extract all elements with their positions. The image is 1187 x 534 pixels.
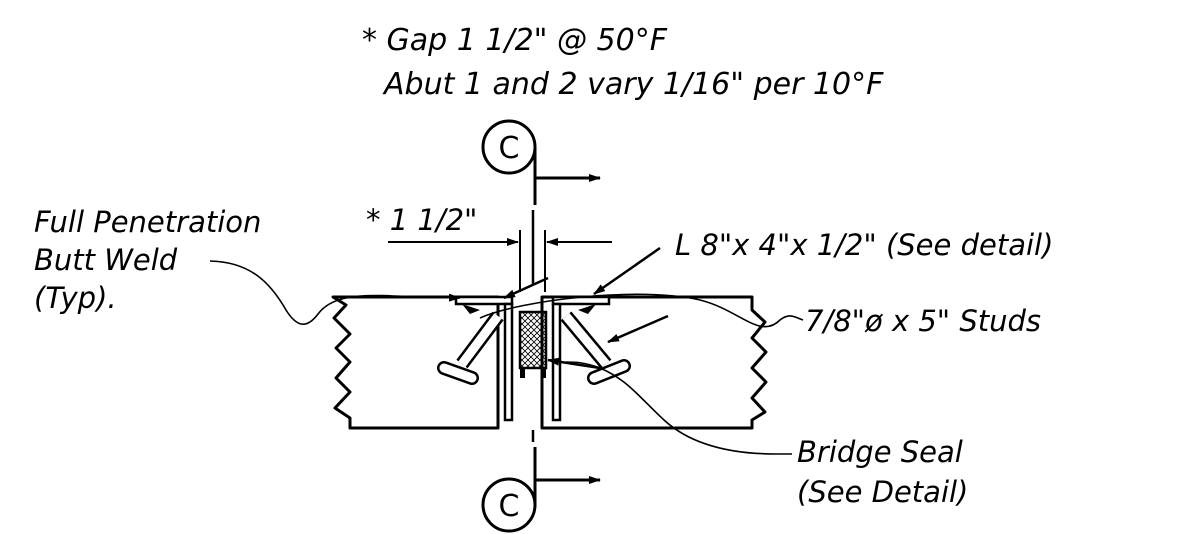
callout-butt-weld: Full Penetration Butt Weld (Typ). [34,205,461,325]
gap-dimension: * 1 1/2" [366,203,612,292]
right-deck-slab [540,295,768,430]
angle-label: L 8"x 4"x 1/2" (See detail) [675,228,1053,262]
seal-label-line-2: (See Detail) [797,475,968,509]
section-letter-bottom: C [499,489,520,524]
left-deck-slab [331,295,500,430]
studs-label: 7/8"ø x 5" Studs [805,304,1041,338]
weld-label-line-3: (Typ). [34,281,117,315]
gap-dimension-label: * 1 1/2" [366,203,477,237]
section-letter-top: C [499,131,520,166]
left-steel-angle [454,295,514,422]
weld-label-line-2: Butt Weld [34,243,178,277]
left-shear-stud [437,311,504,385]
callout-steel-angle: L 8"x 4"x 1/2" (See detail) [503,228,1053,300]
section-mark-top: C [481,119,601,205]
right-shear-stud [560,311,631,385]
bridge-seal [518,310,548,378]
callout-bridge-seal: Bridge Seal (See Detail) [547,357,968,509]
seal-label-line-1: Bridge Seal [797,435,963,469]
weld-label-line-1: Full Penetration [34,205,261,239]
gap-note-line-1: * Gap 1 1/2" @ 50°F [362,23,668,58]
callout-shear-studs: 7/8"ø x 5" Studs [479,293,1041,344]
butt-weld-marks [462,304,596,314]
section-mark-bottom: C [481,447,601,533]
gap-note-line-2: Abut 1 and 2 vary 1/16" per 10°F [382,67,884,102]
